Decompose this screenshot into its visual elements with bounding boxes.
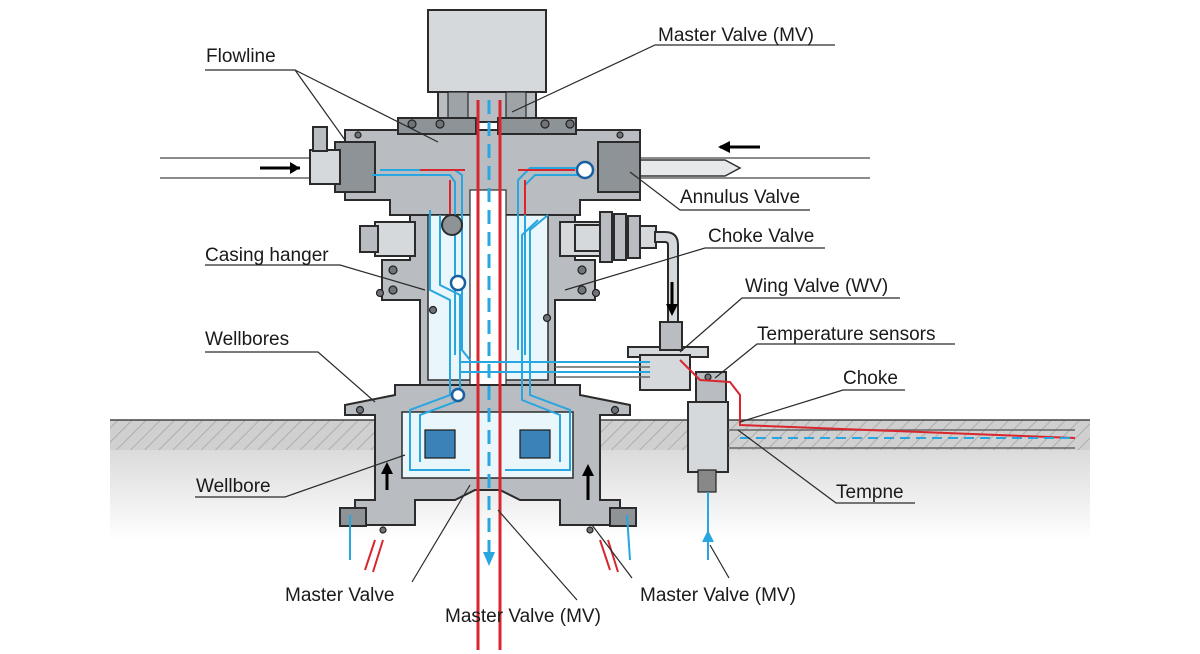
label-master-valve-bottom-left: Master Valve <box>285 585 394 606</box>
label-wellbore: Wellbore <box>196 476 271 497</box>
label-tempne: Tempne <box>836 482 904 503</box>
label-flowline: Flowline <box>206 46 276 67</box>
labels: Flowline Master Valve (MV) Annulus Valve… <box>196 25 935 627</box>
label-wing-valve: Wing Valve (WV) <box>745 276 888 297</box>
label-master-valve-top: Master Valve (MV) <box>658 25 814 46</box>
label-choke-valve: Choke Valve <box>708 226 814 247</box>
top-column <box>427 9 547 123</box>
label-casing-hanger: Casing hanger <box>205 245 329 266</box>
flow-lines <box>349 100 1076 650</box>
flow-arrows <box>260 141 760 174</box>
leader-lines <box>195 44 955 601</box>
label-master-valve-bottom-center: Master Valve (MV) <box>445 606 601 627</box>
label-temperature-sensors: Temperature sensors <box>757 324 935 345</box>
label-annulus-valve: Annulus Valve <box>680 187 800 208</box>
label-choke: Choke <box>843 368 898 389</box>
label-wellbores: Wellbores <box>205 329 289 350</box>
wing-valve-pipe <box>555 321 1075 493</box>
upper-body <box>309 117 641 216</box>
label-master-valve-bottom-right: Master Valve (MV) <box>640 585 796 606</box>
choke-valve-assembly <box>574 211 679 326</box>
